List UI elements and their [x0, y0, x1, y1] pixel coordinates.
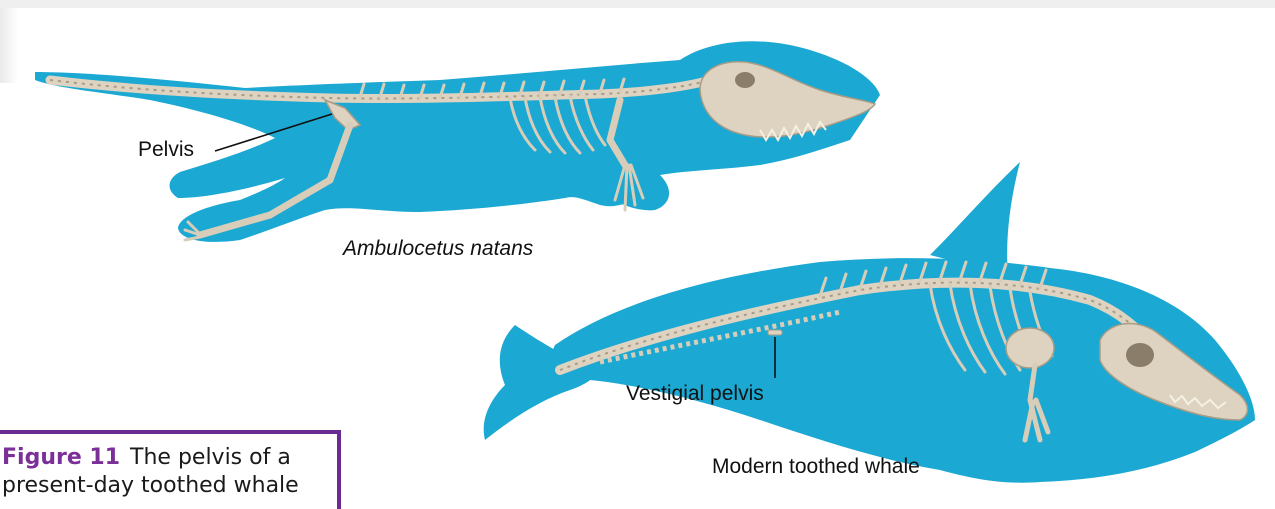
figure-number: Figure 11: [2, 445, 120, 470]
figure-caption-line-2: present-day toothed whale: [2, 472, 329, 500]
figure-caption-box: Figure 11 The pelvis of a present-day too…: [0, 430, 341, 509]
figure-caption-line-1: Figure 11 The pelvis of a: [2, 444, 329, 472]
ambulocetus-species-label: Ambulocetus natans: [343, 238, 533, 259]
modern-whale-label: Modern toothed whale: [712, 456, 920, 477]
modern-whale-scapula: [1006, 328, 1054, 368]
modern-whale-vestigial-pelvis-bone: [768, 330, 782, 335]
modern-whale-illustration: [484, 162, 1255, 483]
pelvis-label: Pelvis: [138, 139, 194, 160]
figure-caption-text-1: The pelvis of a: [130, 445, 291, 470]
vestigial-pelvis-label: Vestigial pelvis: [626, 383, 764, 404]
modern-whale-dorsal-fin: [930, 162, 1020, 275]
